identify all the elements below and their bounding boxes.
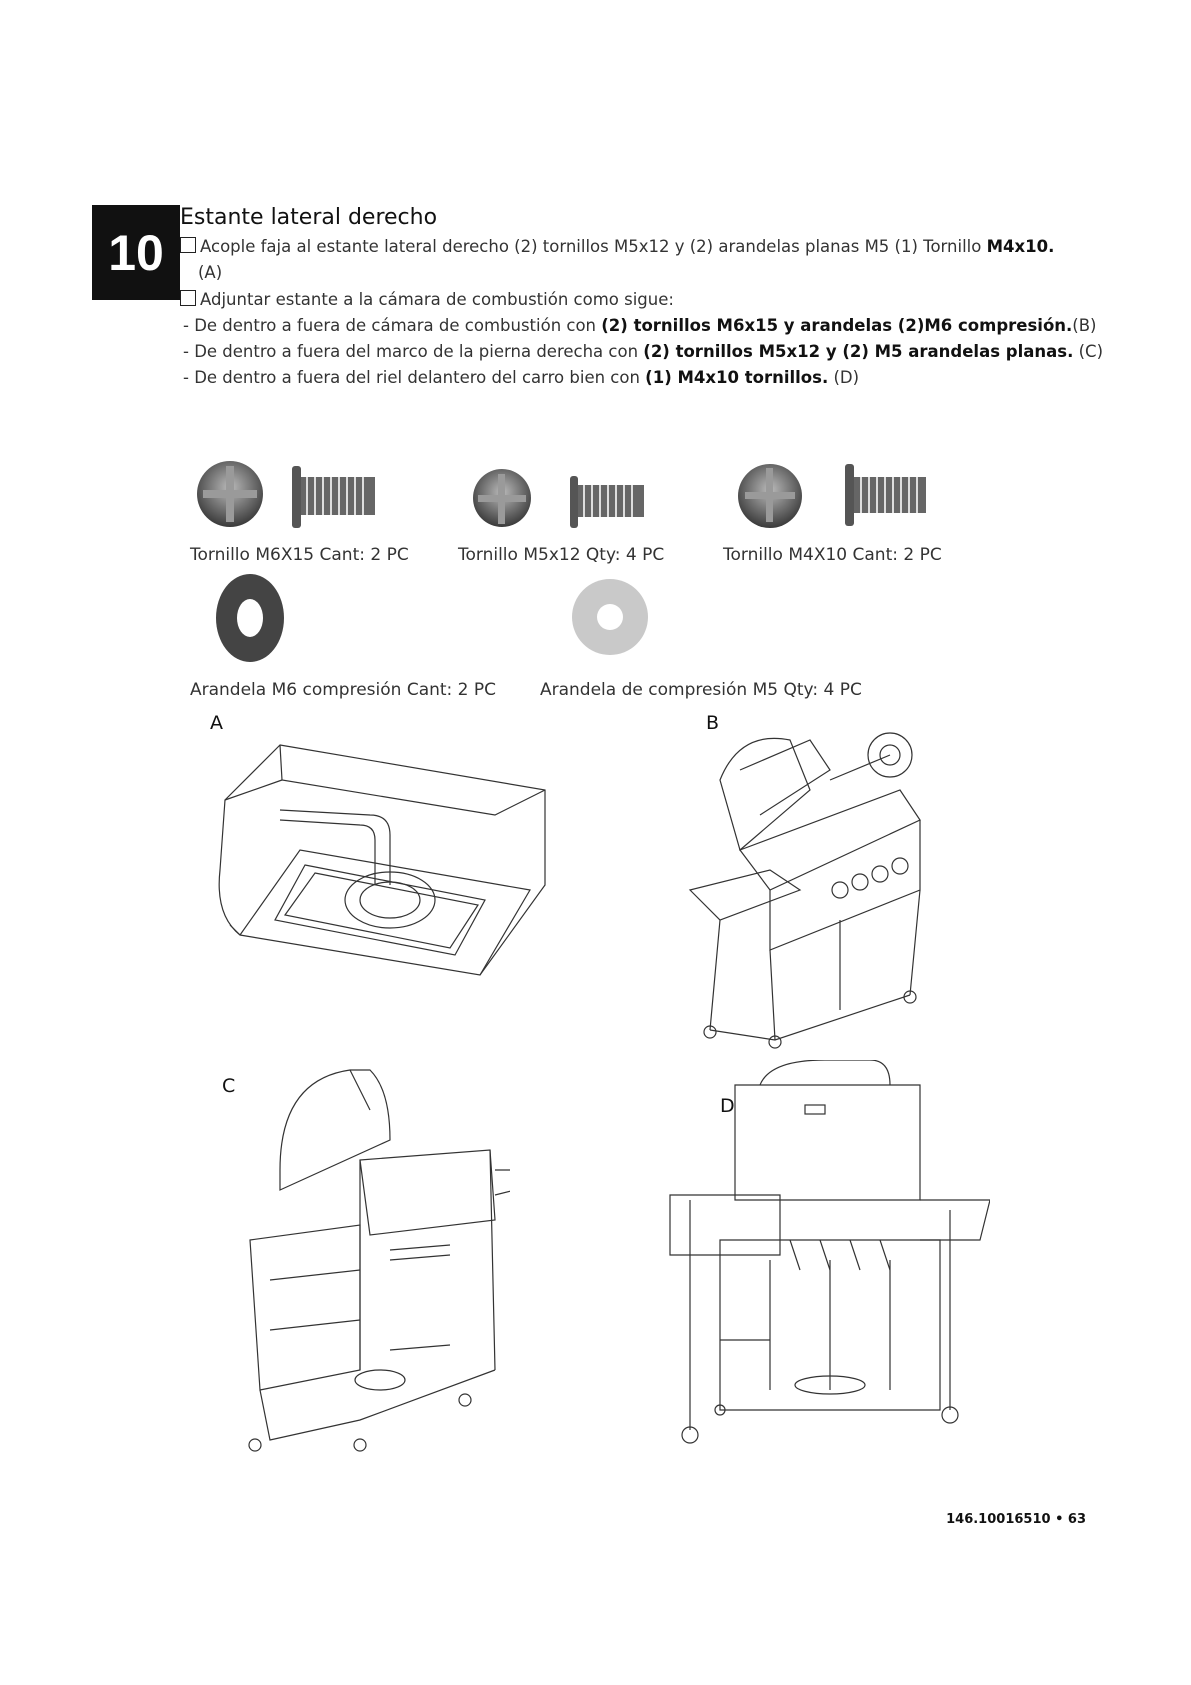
screw-m4-image xyxy=(738,464,926,528)
instruction-line-1: Acople faja al estante lateral derecho (… xyxy=(180,237,1054,256)
step-number-badge: 10 xyxy=(92,205,180,300)
instruction-bullet-1: - De dentro a fuera de cámara de combust… xyxy=(183,316,1097,335)
figure-d-grill-drawing xyxy=(669,1060,990,1444)
screw-m5-caption: Tornillo M5x12 Qty: 4 PC xyxy=(458,545,665,565)
instruction-bullet-2: - De dentro a fuera del marco de la pier… xyxy=(183,342,1103,361)
screw-m6-image xyxy=(197,461,375,528)
instruction-line-2: Adjuntar estante a la cámara de combusti… xyxy=(180,290,674,309)
washer-m5-image xyxy=(572,579,648,655)
figure-label-d: D xyxy=(720,1095,735,1117)
instruction-bullet-3: - De dentro a fuera del riel delantero d… xyxy=(183,368,860,387)
screw-m4-caption: Tornillo M4X10 Cant: 2 PC xyxy=(723,545,942,565)
figure-label-b: B xyxy=(706,712,720,734)
checkbox-icon xyxy=(180,290,196,306)
figure-label-a: A xyxy=(210,712,223,734)
step-title: Estante lateral derecho xyxy=(180,205,438,230)
screw-m5-image xyxy=(473,469,644,528)
figure-c-grill-drawing xyxy=(248,1069,510,1452)
figure-label-c: C xyxy=(222,1075,236,1097)
figure-b-grill-drawing xyxy=(688,732,921,1049)
screw-m6-caption: Tornillo M6X15 Cant: 2 PC xyxy=(190,545,409,565)
figure-a-side-shelf-drawing xyxy=(218,744,546,976)
washer-m6-caption: Arandela M6 compresión Cant: 2 PC xyxy=(190,680,497,700)
checkbox-icon xyxy=(180,237,196,253)
page-footer: 146.10016510 • 63 xyxy=(946,1512,1086,1527)
instruction-line-1-ref: (A) xyxy=(198,263,223,282)
washer-m5-caption: Arandela de compresión M5 Qty: 4 PC xyxy=(540,680,862,700)
washer-m6-image xyxy=(216,574,284,662)
